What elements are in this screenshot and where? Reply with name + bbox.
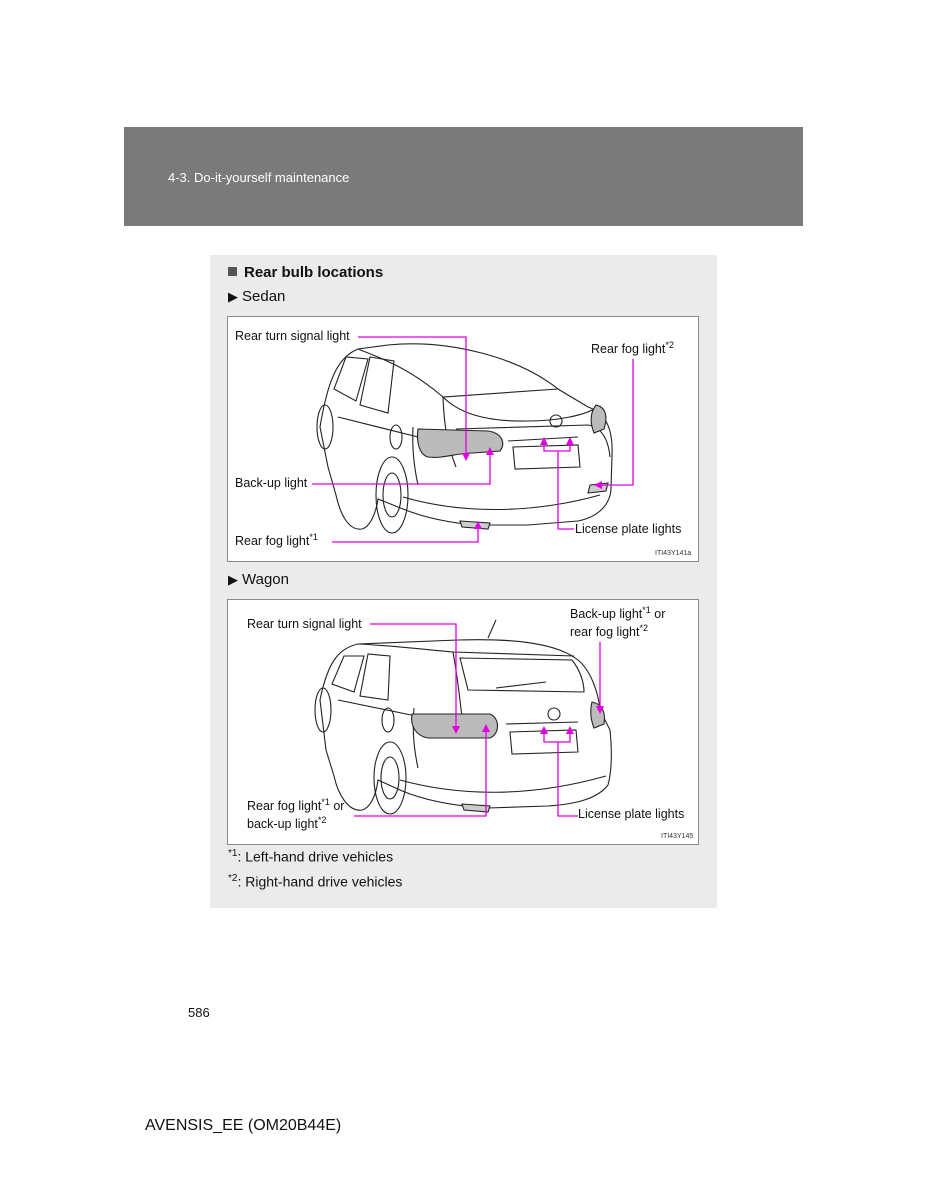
triangle-bullet-icon: ▶ [228, 572, 238, 587]
content-panel: Rear bulb locations ▶Sedan [210, 255, 717, 908]
sedan-label-rear-fog-rh: Rear fog light*2 [591, 340, 674, 357]
sedan-figure: Rear turn signal light Rear fog light*2 … [227, 316, 699, 562]
sedan-figure-id: ITI43Y141a [655, 550, 692, 557]
footnote-lhd: *1: Left-hand drive vehicles [228, 848, 394, 865]
sedan-label-rear-fog-lh: Rear fog light*1 [235, 532, 318, 549]
header-band: 4-3. Do-it-yourself maintenance [124, 127, 803, 226]
sedan-label-license-plate: License plate lights [575, 522, 682, 536]
sedan-subheading: ▶Sedan [228, 288, 286, 305]
sedan-car-illustration [312, 336, 634, 543]
wagon-label-back-up-or-fog-1: Back-up light*1 or [570, 605, 666, 622]
wagon-label-license-plate: License plate lights [578, 807, 685, 821]
footnote-rhd: *2: Right-hand drive vehicles [228, 873, 403, 890]
wagon-figure: Rear turn signal light Back-up light*1 o… [227, 599, 699, 845]
panel-heading: Rear bulb locations [228, 264, 383, 281]
wagon-subheading: ▶Wagon [228, 571, 289, 588]
document-code: AVENSIS_EE (OM20B44E) [145, 1117, 342, 1134]
wagon-label-fog-or-back-up-1: Rear fog light*1 or [247, 797, 345, 814]
square-bullet-icon [228, 267, 237, 276]
wagon-label-fog-or-back-up-2: back-up light*2 [247, 815, 327, 832]
wagon-figure-id: ITI43Y145 [661, 833, 694, 840]
sedan-label-rear-turn-signal: Rear turn signal light [235, 329, 350, 343]
wagon-label-rear-turn-signal: Rear turn signal light [247, 617, 362, 631]
wagon-car-illustration [314, 619, 612, 817]
sedan-label-back-up: Back-up light [235, 476, 308, 490]
section-title: 4-3. Do-it-yourself maintenance [168, 170, 350, 185]
triangle-bullet-icon: ▶ [228, 289, 238, 304]
page-number: 586 [188, 1005, 210, 1020]
wagon-label-back-up-or-fog-2: rear fog light*2 [570, 623, 648, 640]
